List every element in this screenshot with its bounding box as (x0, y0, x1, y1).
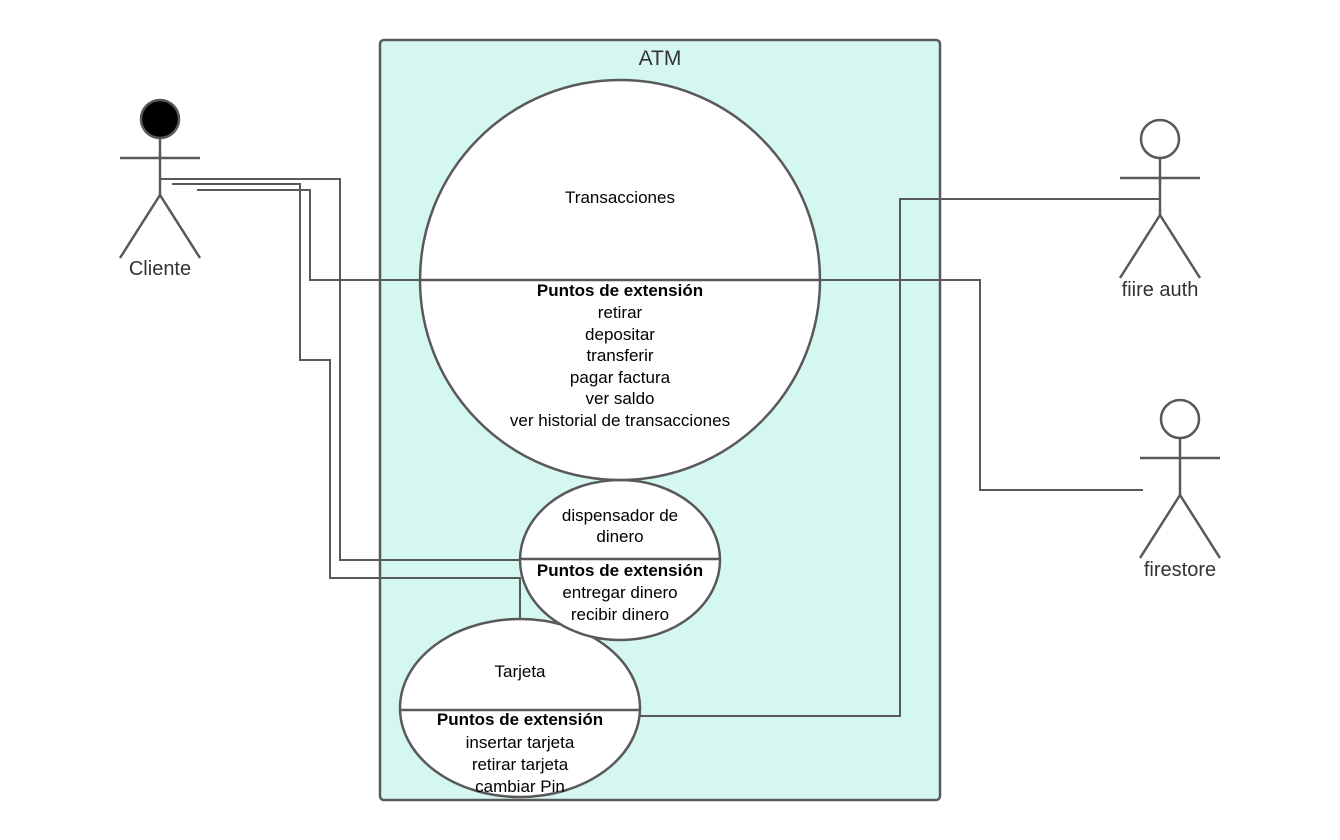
dispensador-title-line: dinero (596, 527, 643, 546)
actor-head-icon (1159, 398, 1201, 440)
dispensador-title-line: dispensador de (562, 506, 678, 525)
actor-leg (1178, 494, 1222, 559)
connector-tarjeta-fiire-auth (640, 198, 1160, 717)
transacciones-ext-item: pagar factura (570, 368, 671, 387)
actor-leg (1138, 494, 1182, 559)
dispensador-ext-item: recibir dinero (571, 605, 669, 624)
actor-firestore[interactable]: firestore (1138, 398, 1222, 581)
actor-name: Cliente (129, 258, 191, 280)
actor-leg (118, 194, 162, 259)
actor-leg (158, 194, 202, 259)
tarjeta-ext-item: retirar tarjeta (472, 755, 569, 774)
actor-name: fiire auth (1122, 279, 1199, 301)
transacciones-ext-item: retirar (598, 303, 643, 322)
system-title: ATM (639, 47, 682, 70)
transacciones-ext-item: ver historial de transacciones (510, 411, 730, 430)
transacciones-ext-item: transferir (586, 346, 653, 365)
tarjeta-ellipse (398, 617, 642, 799)
transacciones-ext-header: Puntos de extensión (537, 281, 703, 300)
tarjeta-title: Tarjeta (494, 662, 546, 681)
use-case-transacciones[interactable]: Transacciones Puntos de extensión retira… (418, 78, 822, 482)
dispensador-ext-header: Puntos de extensión (537, 561, 703, 580)
use-case-dispensador[interactable]: dispensador de dinero Puntos de extensió… (518, 478, 722, 642)
actor-name: firestore (1144, 559, 1216, 581)
connector-cliente-tarjeta (172, 183, 521, 620)
dispensador-ext-item: entregar dinero (562, 583, 677, 602)
use-case-tarjeta[interactable]: Tarjeta Puntos de extensión insertar tar… (398, 617, 642, 799)
connector-cliente-dispensador (160, 178, 520, 561)
tarjeta-ext-item: cambiar Pin (475, 777, 565, 796)
actor-leg (1118, 214, 1162, 279)
connector-cliente-transacciones (197, 189, 420, 281)
actor-leg (1158, 214, 1202, 279)
transacciones-ext-item: ver saldo (586, 389, 655, 408)
tarjeta-ext-item: insertar tarjeta (466, 733, 575, 752)
actor-head-icon (139, 98, 181, 140)
connectors (160, 178, 1160, 717)
actor-head-icon (1139, 118, 1181, 160)
transacciones-ext-item: depositar (585, 325, 655, 344)
actor-fiire-auth[interactable]: fiire auth (1118, 118, 1202, 301)
tarjeta-ext-header: Puntos de extensión (437, 710, 603, 729)
actor-cliente[interactable]: Cliente (118, 98, 202, 280)
transacciones-title: Transacciones (565, 188, 675, 207)
